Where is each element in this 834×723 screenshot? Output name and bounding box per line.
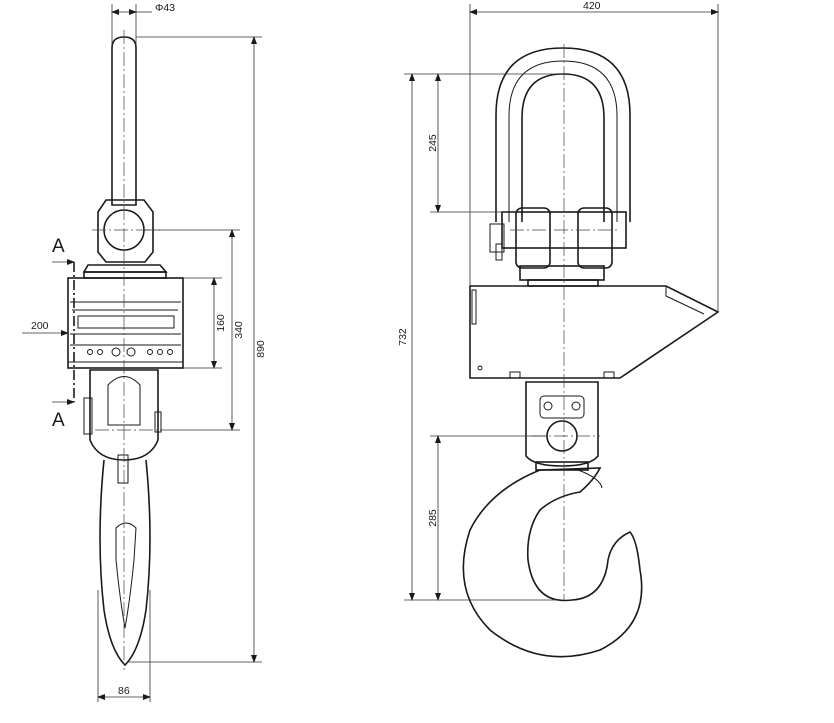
dim-hook-label: 285 [427,509,439,527]
display-window [77,315,175,329]
shackle-pin-nut [515,207,551,269]
dim-200-label: 200 [31,320,49,332]
section-label-bottom: A [52,410,65,431]
top-collar [82,264,168,273]
dim-shackle-label: 245 [427,134,439,152]
housing-side [469,285,720,379]
collar-plate [83,271,167,279]
section-label-top: A [52,236,65,257]
shackle-bow-outer [495,47,631,222]
lifting-rod [111,36,137,206]
dim-340-label: 340 [233,321,245,339]
front-view: A A Φ43 890 340 160 200 86 [22,2,267,702]
hook-swivel-block [525,381,599,467]
dim-diameter-label: Φ43 [155,2,175,14]
hook-front [99,459,151,667]
dim-height-label: 732 [397,328,409,346]
dim-width-label: 420 [583,0,601,12]
dim-160-label: 160 [215,314,227,332]
hook-side [462,467,643,658]
dim-overall-height-label: 890 [255,340,267,358]
dim-86-label: 86 [118,685,130,697]
shackle-bow-inner [521,73,605,222]
housing-buttons [87,347,173,357]
side-view: 420 245 732 285 [397,0,720,658]
swivel-nut [97,199,154,263]
scale-housing [67,277,184,369]
